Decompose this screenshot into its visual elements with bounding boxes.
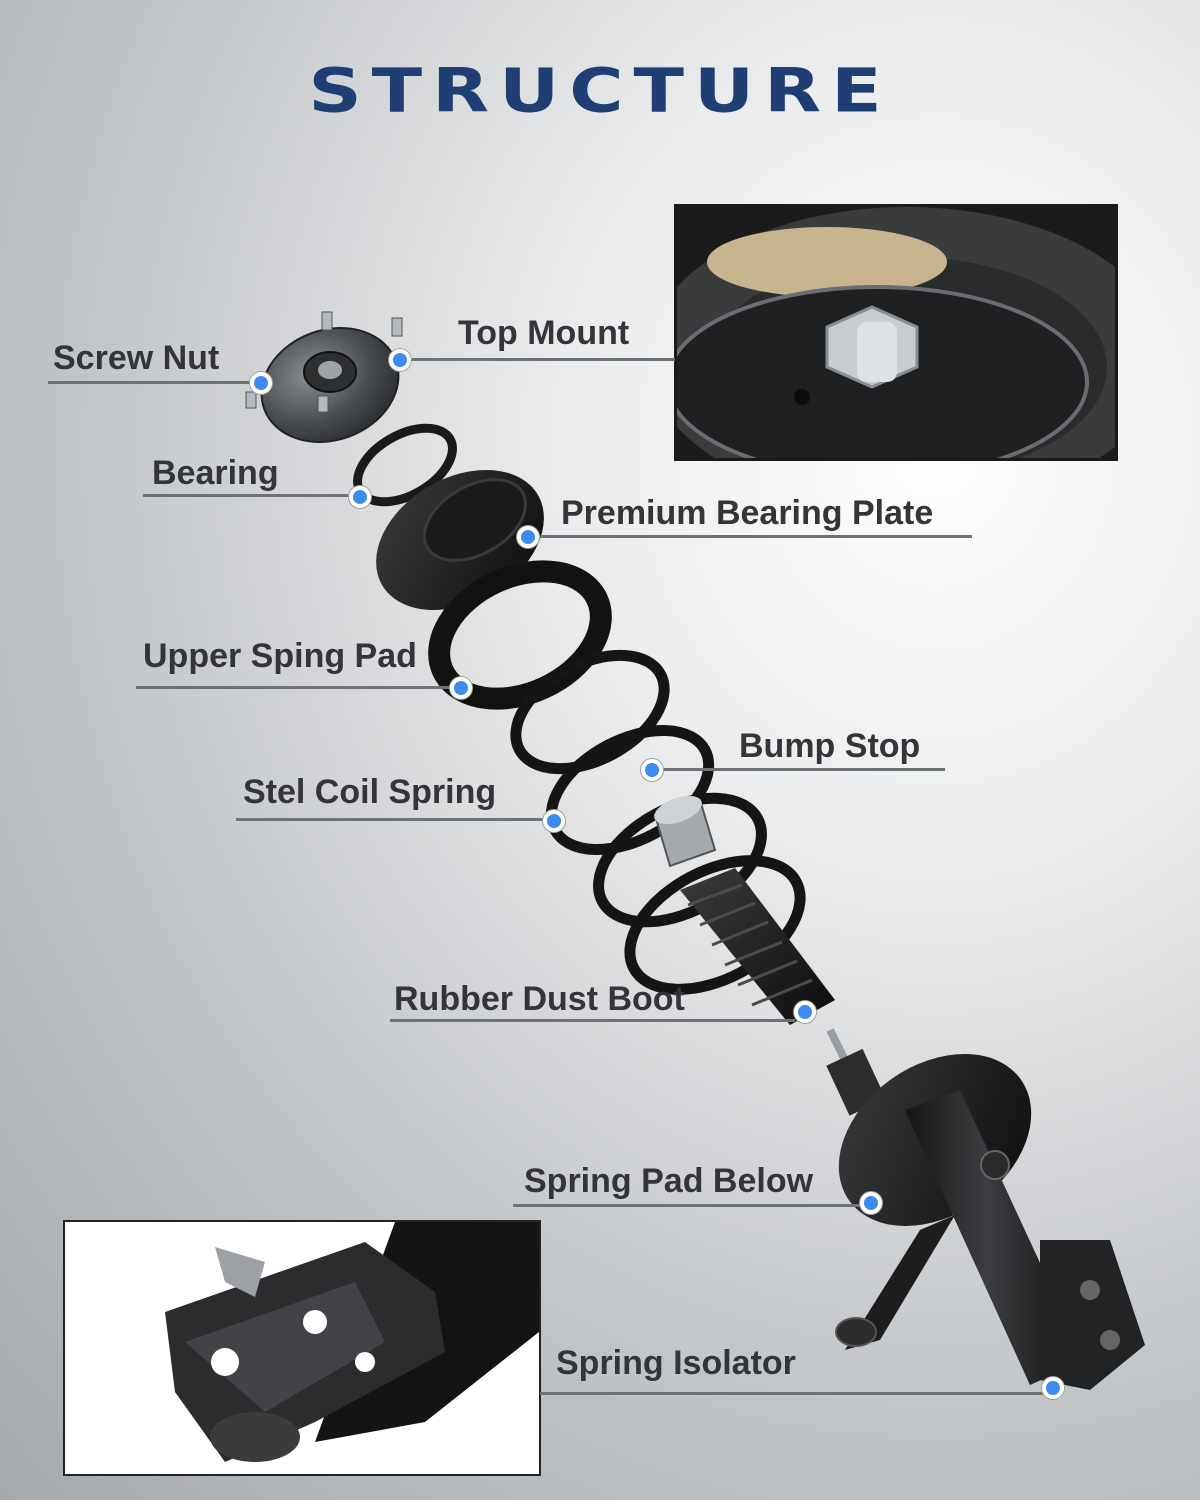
bump-stop-part	[653, 795, 717, 868]
marker-coil-spring[interactable]	[543, 810, 565, 832]
top-mount-closeup-art	[677, 207, 1115, 458]
label-bearing: Bearing	[152, 454, 279, 492]
leader-line-coil-spring	[236, 818, 546, 821]
marker-bump-stop[interactable]	[641, 759, 663, 781]
marker-dust-boot[interactable]	[794, 1001, 816, 1023]
strut-bracket-closeup-art	[65, 1222, 539, 1474]
label-upper-spring-pad: Upper Sping Pad	[143, 637, 417, 675]
label-spring-isolator: Spring Isolator	[556, 1344, 796, 1382]
marker-screw-nut[interactable]	[250, 372, 272, 394]
top-mount-closeup-photo	[674, 204, 1118, 461]
marker-bearing[interactable]	[349, 486, 371, 508]
leader-line-dust-boot	[390, 1019, 795, 1022]
leader-line-premium-bearing-plate	[535, 535, 972, 538]
page-title: STRUCTURE	[308, 55, 892, 127]
leader-line-upper-spring-pad	[136, 686, 454, 689]
marker-spring-isolator[interactable]	[1042, 1377, 1064, 1399]
marker-top-mount[interactable]	[389, 349, 411, 371]
label-bump-stop: Bump Stop	[739, 727, 921, 765]
leader-line-spring-isolator	[540, 1392, 1045, 1395]
leader-line-screw-nut	[48, 381, 258, 384]
dust-boot-part	[680, 868, 835, 1025]
leader-line-top-mount	[405, 358, 675, 361]
marker-upper-spring-pad[interactable]	[450, 677, 472, 699]
strut-assembly-part	[826, 1028, 1145, 1390]
leader-line-bump-stop	[660, 768, 945, 771]
label-coil-spring: Stel Coil Spring	[243, 773, 497, 811]
label-top-mount: Top Mount	[458, 314, 630, 352]
label-premium-bearing-plate: Premium Bearing Plate	[561, 494, 934, 532]
label-screw-nut: Screw Nut	[53, 339, 220, 377]
label-dust-boot: Rubber Dust Boot	[394, 980, 685, 1018]
strut-bracket-closeup-photo	[63, 1220, 541, 1476]
marker-spring-pad-below[interactable]	[860, 1192, 882, 1214]
leader-line-bearing	[143, 494, 353, 497]
label-spring-pad-below: Spring Pad Below	[524, 1162, 814, 1200]
marker-premium-bearing-plate[interactable]	[517, 526, 539, 548]
leader-line-spring-pad-below	[513, 1204, 863, 1207]
